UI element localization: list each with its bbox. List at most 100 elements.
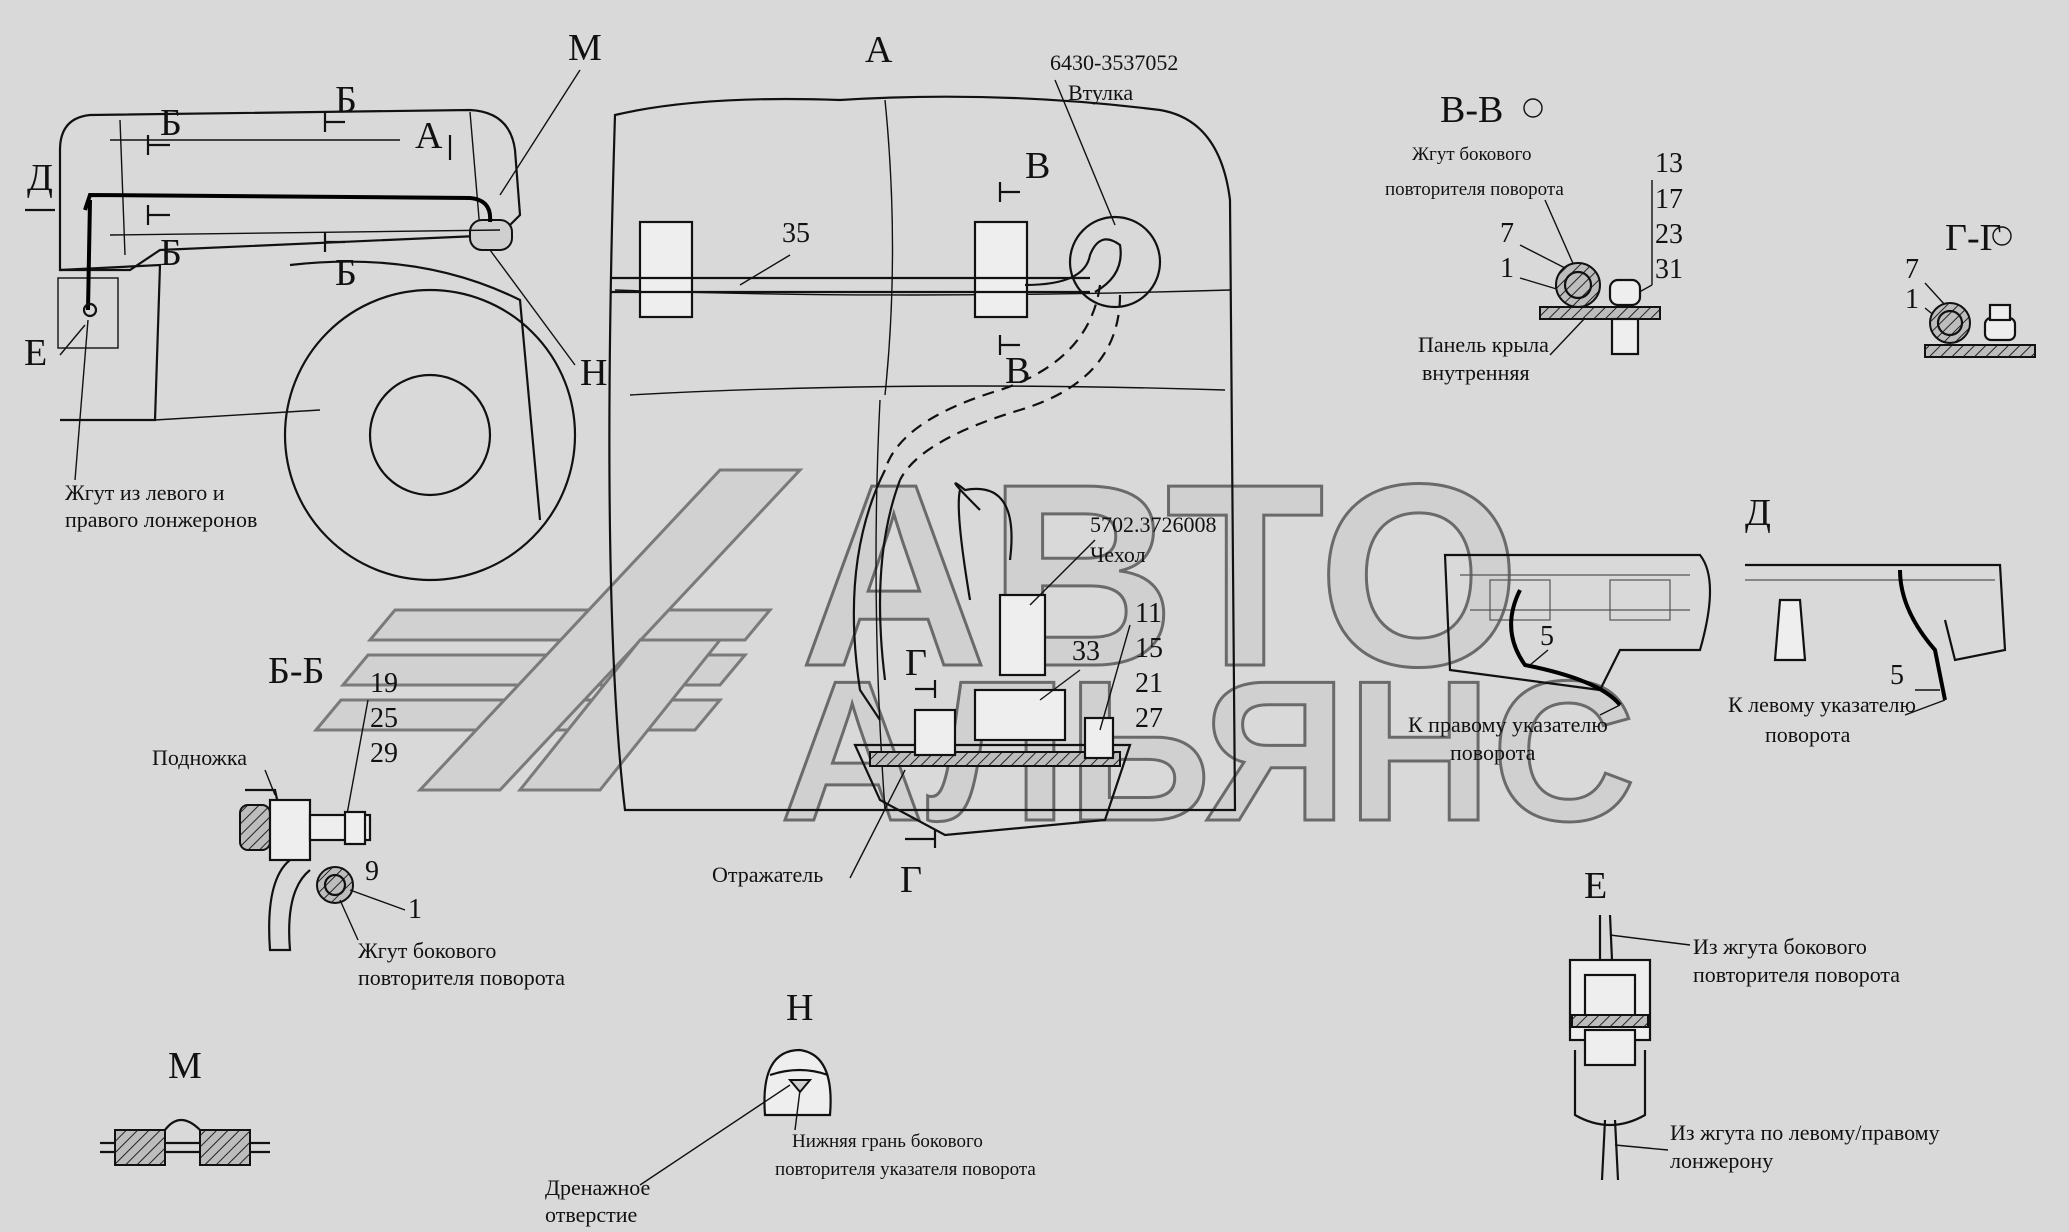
view-A-title: А (865, 29, 893, 71)
num-7-gg: 7 (1905, 254, 1919, 285)
num-1-gg: 1 (1905, 284, 1919, 315)
num-13: 13 (1655, 148, 1683, 179)
drain-line2: отверстие (545, 1202, 637, 1227)
cut-mark-v1 (998, 182, 1020, 202)
num-15: 15 (1135, 633, 1163, 664)
cover-leader (1029, 539, 1096, 606)
cut-mark-b2 (323, 112, 345, 132)
from-spar-line2: лонжерону (1670, 1148, 1773, 1173)
view-M-marker: М (568, 27, 602, 69)
footstep-label: Подножка (152, 745, 247, 770)
from-spar-leader (1614, 1144, 1669, 1151)
cut-mark-b3 (146, 205, 170, 225)
bolt-left (913, 708, 957, 757)
view-D-drawing (1443, 553, 2007, 707)
bushing-label: Втулка (1068, 80, 1133, 105)
num-33: 33 (1072, 636, 1100, 667)
vv-harness-line2: повторителя поворота (1385, 179, 1564, 200)
num-19: 19 (370, 668, 398, 699)
bolt-right (1083, 716, 1115, 760)
bushing-code: 6430-3537052 (1050, 50, 1178, 75)
num-5-right-leader (1529, 649, 1549, 666)
rotation-symbol-gg (1992, 226, 2012, 246)
section-G-marker-2: Г (900, 859, 922, 901)
view-M-title: М (168, 1045, 202, 1087)
section-GG-drawing (1924, 302, 2036, 358)
view-E-title: Е (1584, 865, 1607, 907)
section-V-marker-2: В (1005, 350, 1030, 392)
num-1-vv: 1 (1500, 253, 1514, 284)
view-N-title: Н (786, 987, 813, 1029)
num-17: 17 (1655, 184, 1683, 215)
view-E-leader (59, 324, 86, 356)
view-A-marker-small: А (415, 115, 443, 157)
bushing-leader (1054, 79, 1116, 226)
harness-spars-leader (74, 319, 89, 481)
view-M-drawing (100, 1118, 270, 1166)
clip-right (973, 220, 1029, 319)
lamp-loop (954, 482, 1013, 601)
harness-spars-line2: правого лонжеронов (65, 507, 257, 532)
to-right-leader (1599, 704, 1621, 716)
num-35: 35 (782, 218, 810, 249)
section-V-marker-1: В (1025, 145, 1050, 187)
truck-side-view (57, 108, 577, 582)
cut-mark-g1 (915, 680, 937, 698)
view-E-drawing (1568, 914, 1652, 1181)
view-D-title: Д (1745, 492, 1771, 534)
num-35-leader (739, 254, 791, 286)
num-31: 31 (1655, 254, 1683, 285)
bushing-ring-outer (1068, 215, 1162, 309)
vv-harness-leader (1544, 199, 1576, 269)
from-side-leader (1609, 934, 1691, 946)
from-side-line2: повторителя поворота (1693, 962, 1900, 987)
cut-mark-b1 (146, 135, 170, 155)
clip-left (638, 220, 694, 319)
inner-panel-line1: Панель крыла (1418, 332, 1549, 357)
cover-code: 5702.3726008 (1090, 512, 1217, 537)
section-GG-title: Г-Г (1945, 217, 2002, 259)
num-11: 11 (1135, 598, 1162, 629)
num-23: 23 (1655, 219, 1683, 250)
wire-down-left-2 (878, 479, 902, 681)
vv-7-1-leaders (1519, 244, 1566, 291)
section-B-marker-3: Б (160, 232, 182, 274)
section-BB-title: Б-Б (268, 650, 324, 692)
lower-edge-line1: Нижняя грань бокового (792, 1131, 983, 1152)
lamp-seal (869, 751, 1121, 767)
bb-harness-line2: повторителя поворота (358, 965, 565, 990)
num-33-leader (1039, 669, 1081, 701)
inner-panel-leader (1549, 317, 1586, 356)
drain-leader (639, 1084, 791, 1186)
section-D-marker: Д (27, 157, 53, 199)
hidden-wire-1 (883, 284, 1102, 471)
bushing-wire-loop (1024, 238, 1122, 293)
num-27: 27 (1135, 703, 1163, 734)
to-right-line2: поворота (1450, 740, 1536, 765)
wire-down-left (852, 469, 886, 721)
reflector-leader (849, 769, 906, 879)
num-19-leader (344, 699, 369, 826)
from-side-line1: Из жгута бокового (1693, 934, 1867, 959)
section-B-marker-1: Б (160, 102, 182, 144)
section-B-marker-4: Б (335, 252, 357, 294)
lamp-connector (998, 593, 1047, 677)
hidden-wire-2 (899, 294, 1122, 481)
view-M-leader (499, 69, 581, 196)
lower-edge-leader (794, 1089, 801, 1131)
cover-33 (973, 688, 1067, 742)
harness-spars-line1: Жгут из левого и (65, 480, 225, 505)
num-5-right: 5 (1540, 621, 1554, 652)
num-1-bb: 1 (408, 894, 422, 925)
bb-harness-line1: Жгут бокового (358, 938, 496, 963)
lower-edge-line2: повторителя указателя поворота (775, 1159, 1036, 1180)
reflector-label: Отражатель (712, 862, 823, 887)
cut-mark-b4 (323, 232, 345, 252)
drain-line1: Дренажное (545, 1175, 650, 1200)
num-7-vv: 7 (1500, 218, 1514, 249)
from-spar-line1: Из жгута по левому/правому (1670, 1120, 1940, 1145)
view-N-drawing (763, 1048, 832, 1117)
view-E-marker: Е (24, 332, 47, 374)
